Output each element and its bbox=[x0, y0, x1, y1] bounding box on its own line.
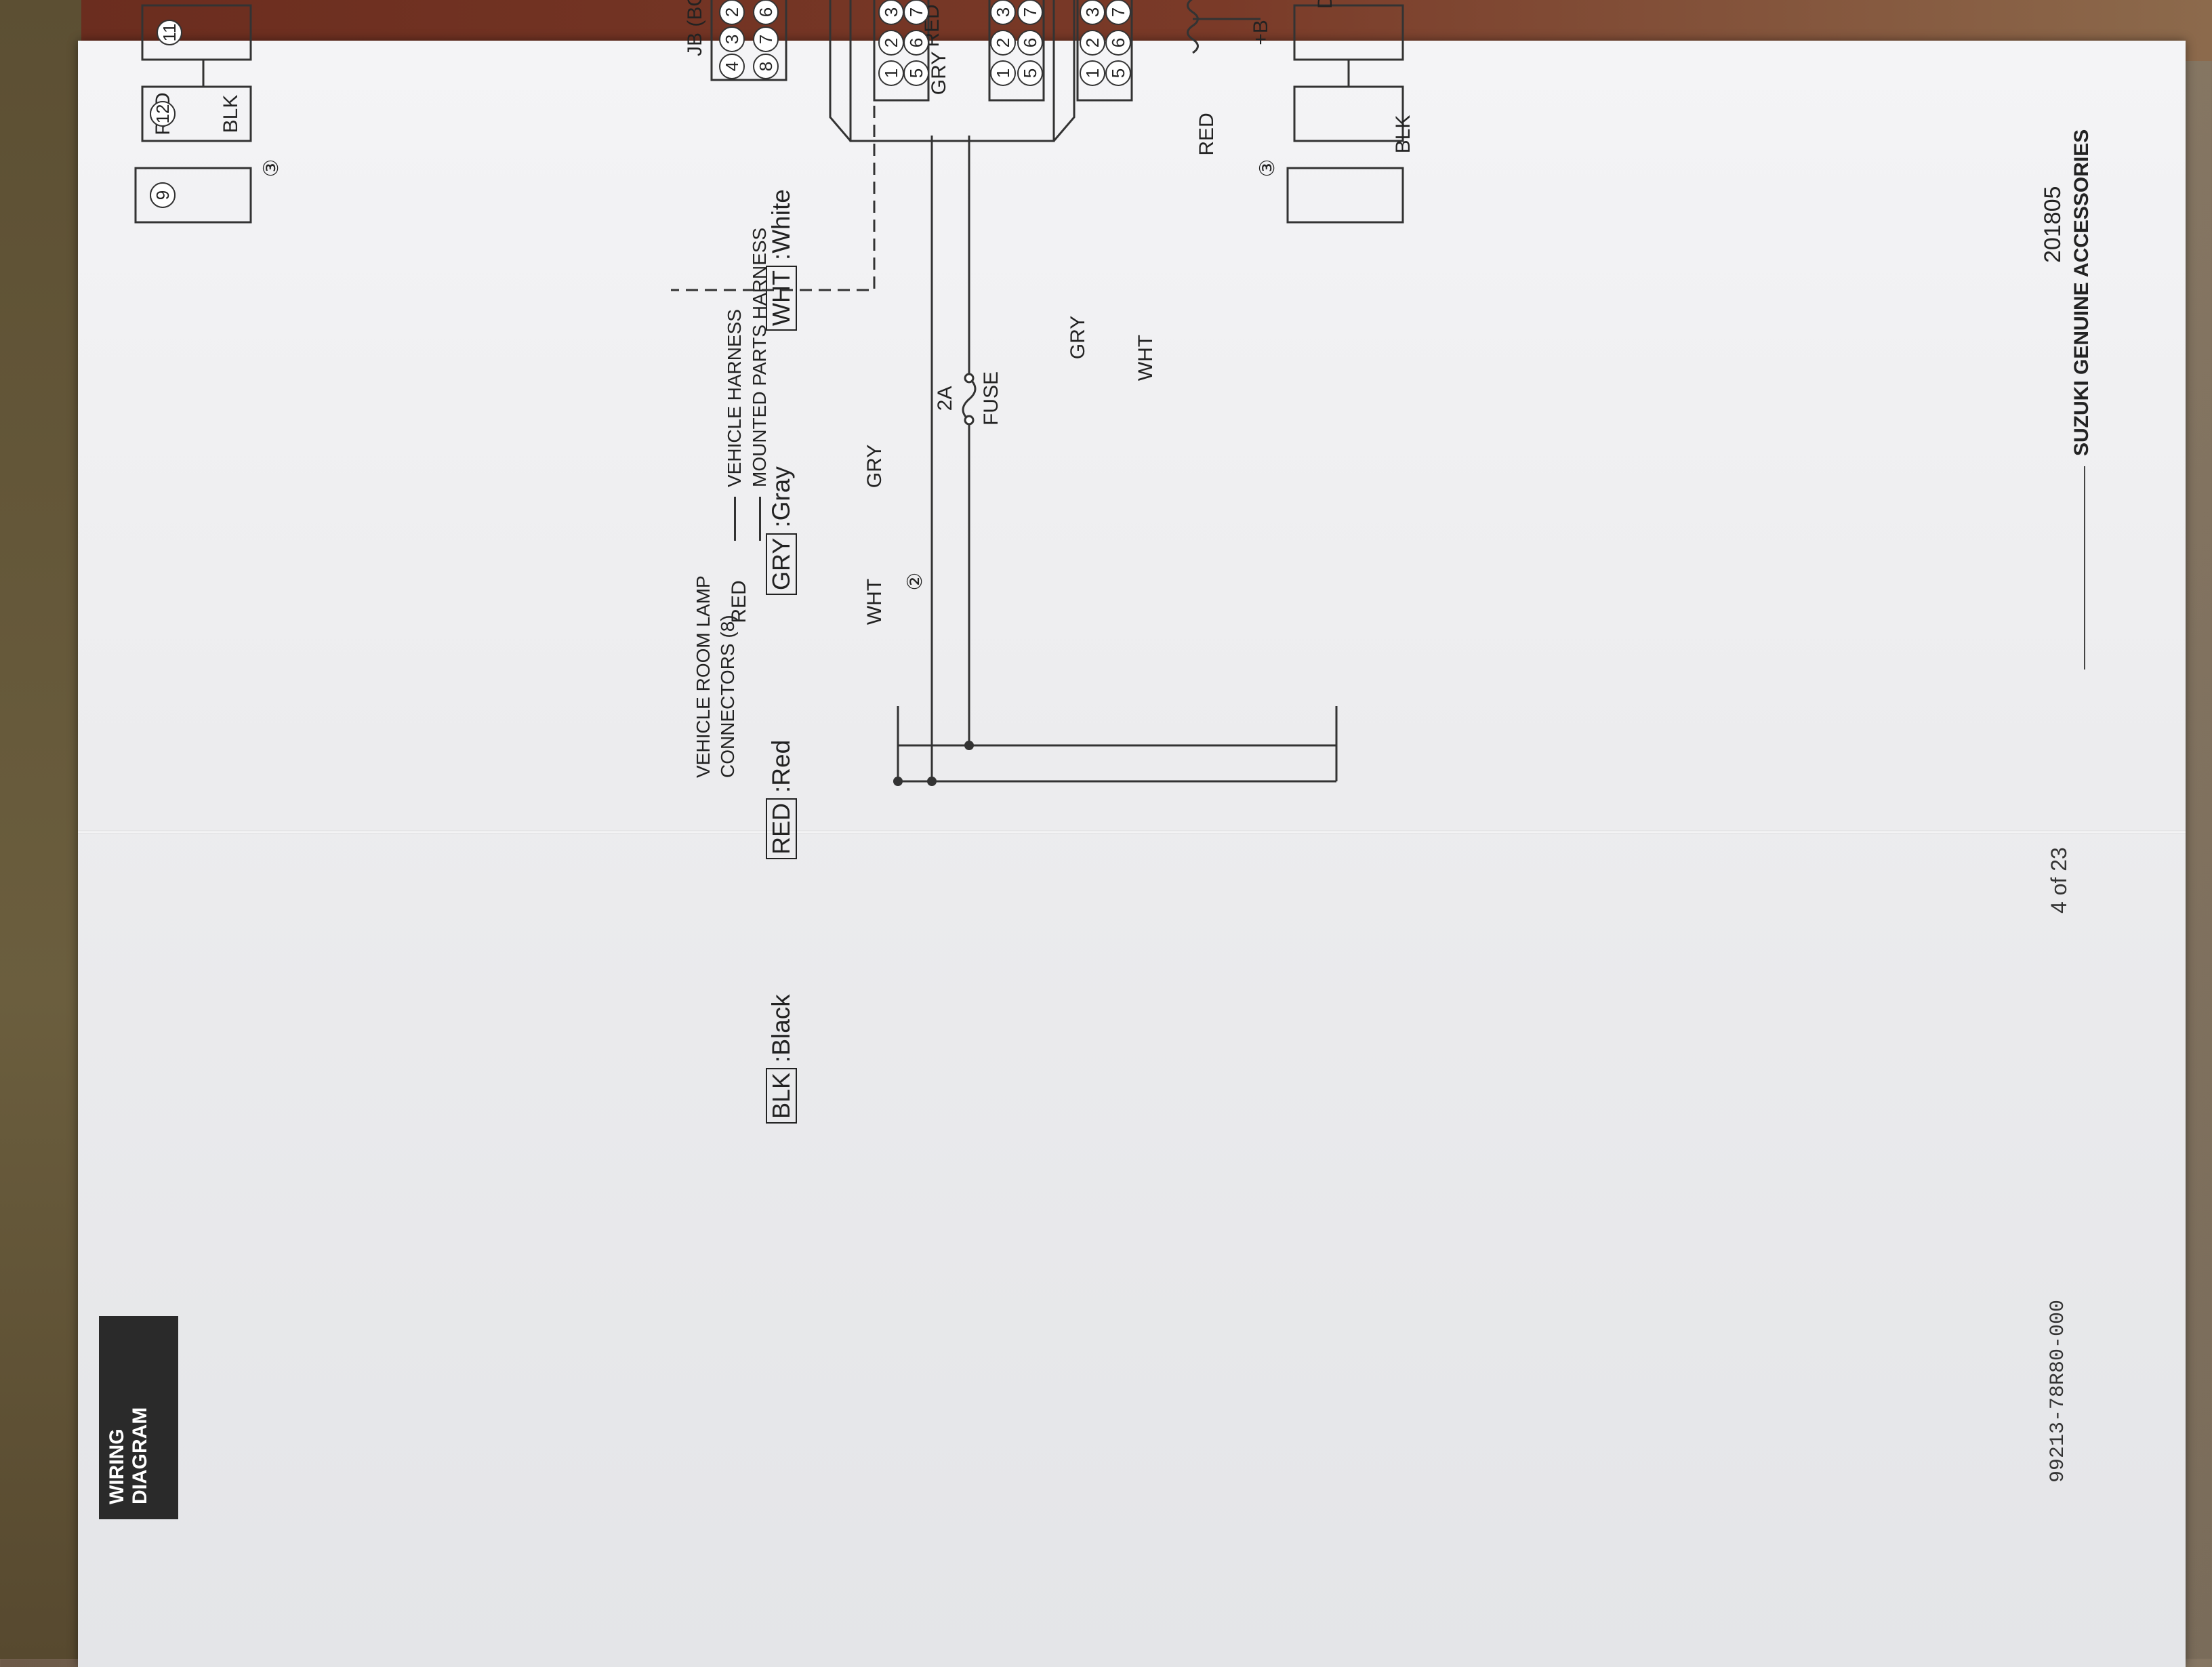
connector-mid-lower-pin-circle bbox=[1017, 30, 1043, 56]
jb-pin-label: 4 bbox=[722, 62, 742, 71]
jb-pin-circle bbox=[719, 26, 745, 52]
wire-tag-wht: WHT bbox=[1134, 335, 1157, 381]
sub-connector-rh-b bbox=[1293, 85, 1404, 142]
connector-lower-lower-pin-circle bbox=[1105, 60, 1131, 86]
paper-fold bbox=[78, 830, 2186, 834]
fuse-terminal-left bbox=[964, 415, 975, 426]
desk-background-left bbox=[0, 0, 81, 1659]
jb-lower-pin-label: 8 bbox=[756, 62, 776, 71]
connector-upper-lower-pin-circle bbox=[903, 30, 929, 56]
sub-lh-a-pin-circle bbox=[150, 101, 176, 127]
connector-lower-lower-pin-circle bbox=[1105, 0, 1131, 25]
sub-connector-lh-c bbox=[134, 167, 252, 224]
junction-wht bbox=[964, 741, 974, 750]
harness-break-wave bbox=[1187, 0, 1199, 54]
connector-mid-pin-circle bbox=[990, 0, 1016, 25]
jb-bcm-dashed-frame bbox=[671, 0, 876, 291]
wire-tag-gry: GRY bbox=[928, 52, 950, 95]
sub-lh-b-pin-label: 9 bbox=[152, 190, 173, 200]
jb-lower-pin-label: 6 bbox=[756, 7, 776, 17]
connector-mid-lower-pin-label: 6 bbox=[1020, 38, 1040, 47]
lamp-lh-pin-circle bbox=[157, 20, 182, 45]
fuse-label: FUSE bbox=[980, 371, 1002, 426]
connector-lower-pin-circle bbox=[1080, 0, 1105, 25]
sub-connector-rh-c bbox=[1286, 167, 1404, 224]
footer-date: 201805 bbox=[2040, 186, 2066, 263]
footer-rule bbox=[2084, 466, 2085, 670]
connector-lower-lower-pin-circle bbox=[1105, 30, 1131, 56]
connector-upper-lower-pin-label: 6 bbox=[906, 38, 926, 47]
connector-lower-pin-label: 1 bbox=[1082, 68, 1103, 78]
connector-lower-pin-label: 2 bbox=[1082, 38, 1103, 47]
connector-upper-lower-pin-label: 7 bbox=[906, 7, 926, 17]
connector-upper-lower-pin-circle bbox=[903, 0, 929, 25]
connector-mid-lower-pin-circle bbox=[1017, 0, 1043, 25]
connector-lower-lower-pin-label: 5 bbox=[1108, 68, 1128, 78]
jb-lower-pin-label: 7 bbox=[756, 35, 776, 44]
connector-harness-top bbox=[829, 0, 852, 142]
jb-lower-pin-circle bbox=[753, 26, 779, 52]
connector-mid-pin-circle bbox=[990, 30, 1016, 56]
subharness-number-lh: ③ bbox=[260, 159, 283, 178]
connector-harness-box bbox=[849, 0, 1055, 142]
fuse-rating: 2A bbox=[934, 386, 956, 411]
fuse-terminal-right bbox=[964, 373, 975, 384]
connector-mid-lower-pin-label: 7 bbox=[1020, 7, 1040, 17]
connector-upper-lower-pin-label: 5 bbox=[906, 68, 926, 78]
wire-tag-gry: GRY bbox=[863, 445, 886, 488]
paper-sheet bbox=[78, 41, 2186, 1667]
connector-lower-pin-circle bbox=[1080, 60, 1105, 86]
sub-lh-b-pin-circle bbox=[150, 182, 176, 208]
door-label: DOOR bbox=[1314, 0, 1336, 9]
connector-mid-lower-pin-label: 5 bbox=[1020, 68, 1040, 78]
connector-upper-pin-label: 2 bbox=[881, 38, 901, 47]
sub-connector-lh-b bbox=[141, 85, 252, 142]
part-number: 99213-78R80-000 bbox=[2047, 1299, 2070, 1483]
connector-mid-pin-label: 2 bbox=[993, 38, 1013, 47]
connector-block-mid bbox=[988, 0, 1045, 102]
plus-b-label: +B bbox=[1250, 20, 1272, 45]
connector-mid-lower-pin-circle bbox=[1017, 60, 1043, 86]
connector-lower-lower-pin-label: 7 bbox=[1108, 7, 1128, 17]
jb-lower-pin-circle bbox=[753, 54, 779, 79]
sub-lh-a-pin-label: 12 bbox=[152, 104, 173, 124]
sub-connector-rh-a bbox=[1293, 4, 1404, 61]
jb-pin-circle bbox=[719, 54, 745, 79]
jb-pin-label: 3 bbox=[722, 35, 742, 44]
connector-upper-lower-pin-circle bbox=[903, 60, 929, 86]
wire-tag-blk: BLK bbox=[220, 95, 242, 133]
pin-labels: 1234567843218765123456781234567812111112… bbox=[150, 0, 1131, 208]
footer-brand: SUZUKI GENUINE ACCESSORIES bbox=[2070, 129, 2093, 456]
harness-number: ② bbox=[904, 573, 926, 591]
connector-upper-pin-label: 1 bbox=[881, 68, 901, 78]
connector-lower-pin-circle bbox=[1080, 30, 1105, 56]
wire-tag-red: RED bbox=[728, 580, 750, 623]
sub-connector-lh-a bbox=[141, 4, 252, 61]
connector-harness-bottom bbox=[1052, 0, 1076, 142]
connector-lower-pin-label: 3 bbox=[1082, 7, 1103, 17]
lamp-lh-pin-label: 11 bbox=[159, 24, 180, 42]
wire-tag-gry: GRY bbox=[1067, 316, 1089, 359]
wire-tag-wht: WHT bbox=[863, 579, 886, 625]
fuse-symbol bbox=[962, 377, 977, 421]
connector-block-lower bbox=[1076, 0, 1133, 102]
junction-gry bbox=[927, 777, 937, 786]
junction-gry-lh bbox=[893, 777, 903, 786]
connector-mid-pin-label: 3 bbox=[993, 7, 1013, 17]
subharness-number-rh: ③ bbox=[1256, 159, 1279, 178]
wire-tag-red: RED bbox=[1195, 112, 1218, 155]
connector-mid-pin-label: 1 bbox=[993, 68, 1013, 78]
jb-bcm-connector bbox=[710, 0, 787, 81]
connector-upper-pin-label: 3 bbox=[881, 7, 901, 17]
jb-pin-circle bbox=[719, 0, 745, 25]
jb-lower-pin-circle bbox=[753, 0, 779, 25]
connector-lower-lower-pin-label: 6 bbox=[1108, 38, 1128, 47]
connector-mid-pin-circle bbox=[990, 60, 1016, 86]
wire-tag-blk: BLK bbox=[1392, 115, 1414, 154]
page-number: 4 of 23 bbox=[2047, 847, 2071, 913]
jb-pin-label: 2 bbox=[722, 7, 742, 17]
jb-bcm-label: JB (BCM) bbox=[684, 0, 706, 56]
